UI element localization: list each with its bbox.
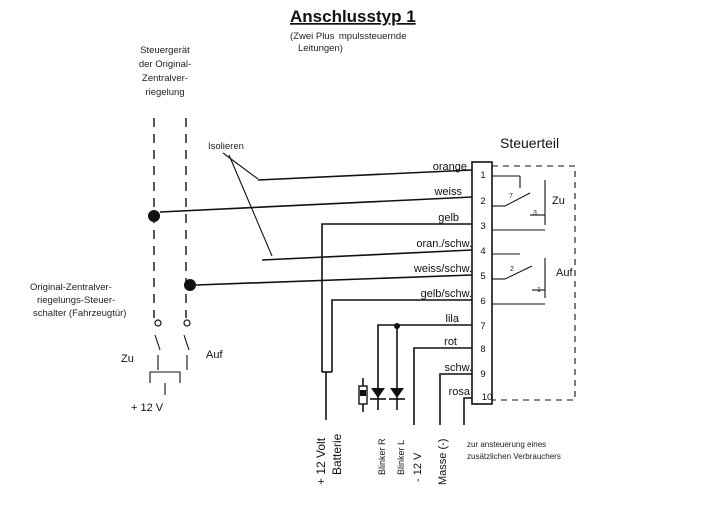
wire-gelb-schw: [331, 299, 472, 372]
junction-dot-auf: [184, 279, 196, 291]
fuse-icon: [358, 378, 368, 412]
pin-9: 9: [480, 369, 485, 380]
svg-text:schalter (Fahrzeugtür): schalter (Fahrzeugtür): [33, 308, 126, 319]
svg-text:Zentralver-: Zentralver-: [142, 73, 188, 84]
switch-zu-label: Zu: [121, 353, 134, 365]
battery-label-1: + 12 Volt: [314, 437, 328, 485]
relay-auf-icon: [492, 253, 546, 305]
relay-zu-label: Zu: [552, 195, 565, 207]
door-switch-icon: [149, 319, 191, 395]
pin-10: 10: [482, 392, 493, 403]
pin-3: 3: [480, 221, 485, 232]
wire-weiss: [159, 196, 473, 213]
wire-label-6: gelb/schw.: [421, 288, 472, 300]
wire-rosa: [463, 397, 472, 425]
junction-dot-zu: [148, 210, 160, 222]
svg-text:riegelung: riegelung: [145, 87, 184, 98]
pin-6: 6: [480, 296, 485, 307]
pin-1: 1: [480, 170, 485, 181]
wire-label-9: schw.: [444, 362, 472, 374]
relay-zu-contact-bottom: 3: [533, 210, 537, 217]
wire-label-7: lila: [446, 313, 460, 325]
diode-blinker-l-icon: [389, 388, 405, 400]
relay-auf-contact-top: 2: [510, 266, 514, 273]
pin-2: 2: [480, 196, 485, 207]
switch-auf-label: Auf: [206, 349, 223, 361]
wire-label-1: orange: [433, 161, 467, 173]
supply-label: + 12 V: [131, 402, 164, 414]
svg-text:der Original-: der Original-: [139, 59, 191, 70]
svg-text:Steuergerät: Steuergerät: [140, 45, 190, 56]
wire-label-10: rosa: [449, 386, 471, 398]
svg-text:Original-Zentralver-: Original-Zentralver-: [30, 282, 112, 293]
wire-oran-schw: [261, 249, 473, 261]
blinker-r-label: Blinker R: [377, 438, 387, 475]
blinker-l-label: Blinker L: [396, 440, 406, 475]
terminal-block: [471, 161, 493, 405]
pin-7: 7: [480, 321, 485, 332]
wire-weiss-schw: [195, 274, 473, 286]
wire-label-3: gelb: [438, 212, 459, 224]
wire-label-4: oran./schw.: [416, 238, 472, 250]
minus-12v-label: - 12 V: [412, 452, 424, 482]
isolate-arrow-lower: [228, 154, 273, 257]
extra-consumer-line-2: zusätzlichen Verbrauchers: [467, 452, 561, 461]
subtitle-line-1: (Zwei Plus mpulssteuernde: [290, 31, 406, 42]
diode-blinker-r-icon: [370, 388, 386, 400]
wire-label-2: weiss: [433, 186, 462, 198]
wire-rot: [413, 347, 472, 425]
svg-text:riegelungs-Steuer-: riegelungs-Steuer-: [37, 295, 115, 306]
battery-label-2: Batterie: [330, 433, 344, 475]
relay-auf-label: Auf: [556, 267, 573, 279]
door-switch-label: Original-Zentralver- riegelungs-Steuer- …: [30, 282, 126, 319]
wire-label-5: weiss/schw.: [413, 263, 472, 275]
extra-consumer-line-1: zur ansteuerung eines: [467, 440, 546, 449]
relay-zu-icon: [492, 175, 546, 231]
isolate-arrow-upper: [222, 152, 259, 180]
isolate-label: Isolieren: [208, 141, 244, 152]
wire-schw: [439, 373, 472, 425]
terminal-pins: 1 2 3 4 5 6 7 8 9 10: [480, 170, 492, 403]
relay-zu-contact-top: 7: [509, 193, 513, 200]
wire-lila: [377, 324, 472, 410]
pin-8: 8: [480, 344, 485, 355]
wire-gelb: [321, 223, 472, 372]
pin-4: 4: [480, 246, 485, 257]
diagram-title: Anschlusstyp 1: [290, 7, 416, 26]
control-unit-outline: [492, 165, 576, 401]
wire-orange: [257, 169, 473, 181]
relay-auf-contact-bottom: 1: [537, 287, 541, 294]
masse-label: Masse (-): [437, 439, 449, 485]
bottom-labels: + 12 Volt Batterie Blinker R Blinker L -…: [314, 433, 449, 485]
original-unit-label: Steuergerät der Original- Zentralver- ri…: [139, 45, 191, 98]
pin-5: 5: [480, 271, 485, 282]
wire-labels: orange weiss gelb oran./schw. weiss/schw…: [413, 161, 472, 398]
control-unit-title: Steuerteil: [500, 135, 559, 151]
wire-label-8: rot: [444, 336, 457, 348]
subtitle-line-2: Leitungen): [298, 43, 343, 54]
